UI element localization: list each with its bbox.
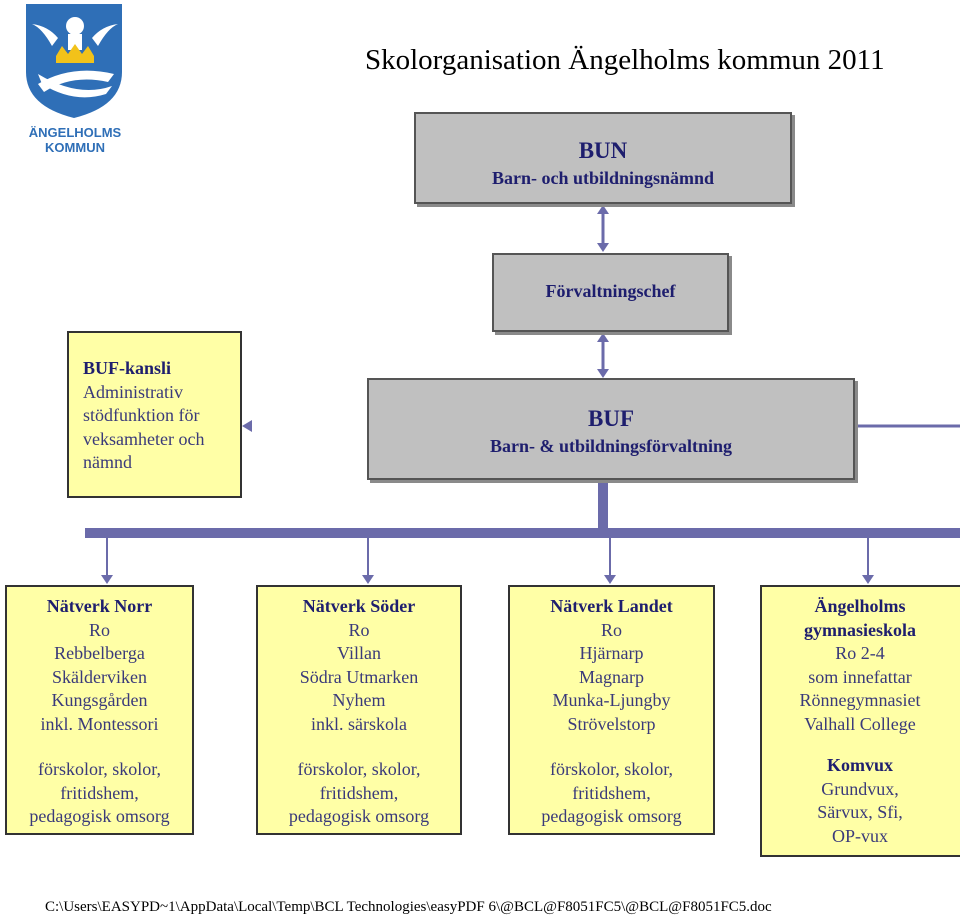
- buf-title: BUF: [588, 406, 634, 431]
- network-title: Nätverk Landet: [550, 596, 673, 616]
- network-unit: Magnarp: [579, 666, 644, 687]
- forvaltningschef-box: Förvaltningschef: [492, 253, 729, 332]
- network-service: pedagogisk omsorg: [541, 806, 682, 826]
- buf-kansli-box: BUF-kansli Administrativ stödfunktion fö…: [67, 331, 242, 498]
- network-unit: Rebbelberga: [54, 643, 145, 663]
- gymnasium-box: Ängelholms gymnasieskola Ro 2-4 som inne…: [760, 585, 960, 857]
- network-unit: Nyhem: [332, 690, 386, 710]
- network-unit: Ro: [600, 619, 622, 640]
- page-title: Skolorganisation Ängelholms kommun 2011: [365, 44, 885, 76]
- network-service: förskolor, skolor,: [37, 759, 162, 779]
- buf-kansli-line: nämnd: [83, 452, 132, 472]
- network-unit: Villan: [337, 643, 381, 663]
- network-unit: Ro: [88, 619, 110, 640]
- network-service: förskolor, skolor,: [549, 759, 674, 779]
- network-unit: Kungsgården: [51, 690, 148, 710]
- gymnasium-unit: Ro 2-4: [835, 643, 885, 663]
- gymnasium-title-line2: gymnasieskola: [803, 619, 917, 640]
- network-unit: Munka-Ljungby: [552, 690, 671, 710]
- gymnasium-title-line1: Ängelholms: [814, 596, 906, 616]
- network-unit: inkl. Montessori: [40, 713, 159, 734]
- network-service: pedagogisk omsorg: [288, 806, 430, 826]
- network-service: pedagogisk omsorg: [29, 806, 170, 826]
- coat-of-arms-icon: [26, 4, 122, 118]
- gymnasium-unit: Rönnegymnasiet: [799, 690, 921, 710]
- logo-text-line1: ÄNGELHOLMS: [28, 125, 122, 140]
- network-unit: inkl. särskola: [311, 713, 407, 734]
- bun-description: Barn- och utbildningsnämnd: [491, 168, 715, 188]
- komvux-title: Komvux: [826, 755, 893, 775]
- gymnasium-unit: som innefattar: [808, 666, 912, 687]
- komvux-unit: OP-vux: [831, 825, 888, 846]
- network-service: fritidshem,: [319, 782, 399, 803]
- network-service: förskolor, skolor,: [297, 759, 421, 779]
- buf-kansli-line: stödfunktion för: [83, 405, 200, 425]
- municipality-logo: ÄNGELHOLMS KOMMUN: [22, 2, 128, 155]
- komvux-unit: Särvux, Sfi,: [817, 802, 903, 822]
- buf-kansli-line: Administrativ: [83, 381, 183, 402]
- buf-kansli-title: BUF-kansli: [83, 358, 172, 378]
- network-service: fritidshem,: [60, 782, 139, 803]
- network-soder-box: Nätverk Söder Ro Villan Södra Utmarken N…: [256, 585, 462, 835]
- logo-text-line2: KOMMUN: [45, 140, 105, 155]
- komvux-unit: Grundvux,: [821, 778, 899, 799]
- bun-title: BUN: [578, 138, 628, 163]
- bun-box: BUN Barn- och utbildningsnämnd: [414, 112, 792, 204]
- network-norr-box: Nätverk Norr Ro Rebbelberga Skälderviken…: [5, 585, 194, 835]
- forvaltningschef-label: Förvaltningschef: [545, 281, 676, 301]
- file-path-footer: C:\Users\EASYPD~1\AppData\Local\Temp\BCL…: [45, 899, 772, 915]
- network-landet-box: Nätverk Landet Ro Hjärnarp Magnarp Munka…: [508, 585, 715, 835]
- network-service: fritidshem,: [572, 782, 651, 803]
- network-unit: Södra Utmarken: [299, 666, 419, 687]
- buf-description: Barn- & utbildningsförvaltning: [489, 436, 733, 456]
- network-title: Nätverk Norr: [46, 596, 153, 616]
- network-unit: Ro: [348, 619, 370, 640]
- network-unit: Skälderviken: [52, 666, 147, 687]
- network-title: Nätverk Söder: [302, 596, 416, 616]
- network-unit: Strövelstorp: [567, 713, 656, 734]
- buf-kansli-line: veksamheter och: [83, 428, 205, 449]
- buf-box: BUF Barn- & utbildningsförvaltning: [367, 378, 855, 480]
- network-unit: Hjärnarp: [579, 643, 644, 663]
- gymnasium-unit: Valhall College: [804, 713, 916, 734]
